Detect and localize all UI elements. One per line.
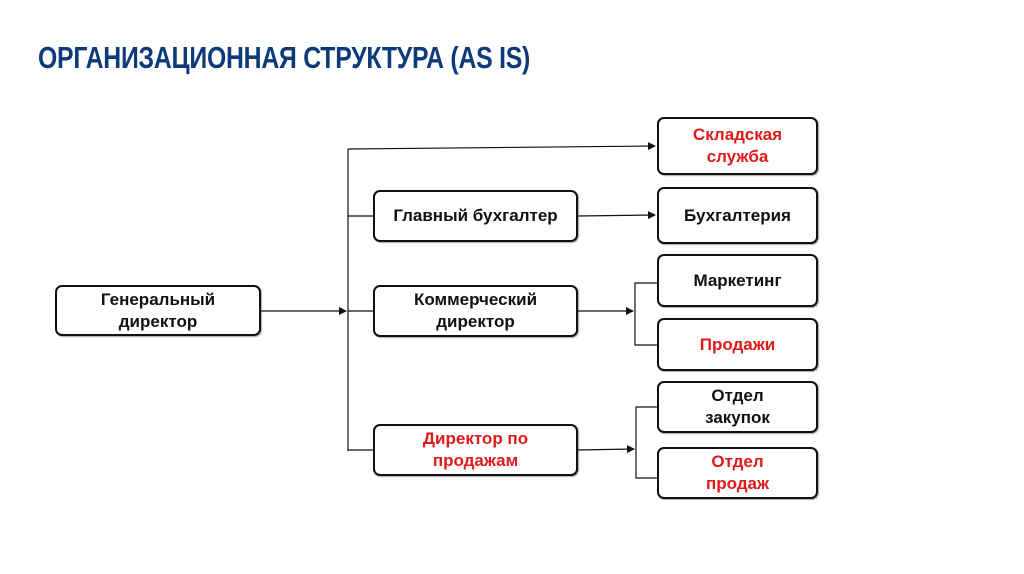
node-label: Отдел продаж xyxy=(705,452,770,493)
page-title: ОРГАНИЗАЦИОННАЯ СТРУКТУРА (AS IS) xyxy=(38,40,531,75)
node-label: Продажи xyxy=(699,334,776,354)
node-purchasing-dept: Отдел закупок xyxy=(657,381,818,433)
connector-sales-director-branch xyxy=(635,406,657,479)
node-label: Отдел закупок xyxy=(705,386,770,427)
node-label: Бухгалтерия xyxy=(684,205,791,225)
node-warehouse: Складская служба xyxy=(657,117,818,175)
node-label: Складская служба xyxy=(692,125,783,166)
node-label: Главный бухгалтер xyxy=(393,206,558,225)
node-sales: Продажи xyxy=(657,318,818,371)
node-sales-dept: Отдел продаж xyxy=(657,447,818,499)
node-chief-accountant: Главный бухгалтер xyxy=(373,190,578,242)
connector-commercial-branch xyxy=(634,282,657,346)
node-commercial-director: Коммерческий директор xyxy=(373,285,578,337)
node-label: Коммерческий директор xyxy=(413,290,538,331)
node-sales-director: Директор по продажам xyxy=(373,424,578,476)
node-marketing: Маркетинг xyxy=(657,254,818,307)
connector-warehouse xyxy=(347,142,656,151)
node-accounting: Бухгалтерия xyxy=(657,187,818,244)
node-label: Генеральный директор xyxy=(100,289,216,331)
node-general-director: Генеральный директор xyxy=(55,285,261,336)
node-label: Маркетинг xyxy=(693,270,782,290)
connector-sales-director-out xyxy=(576,445,635,454)
node-label: Директор по продажам xyxy=(422,429,529,470)
connector-accounting xyxy=(576,211,656,220)
